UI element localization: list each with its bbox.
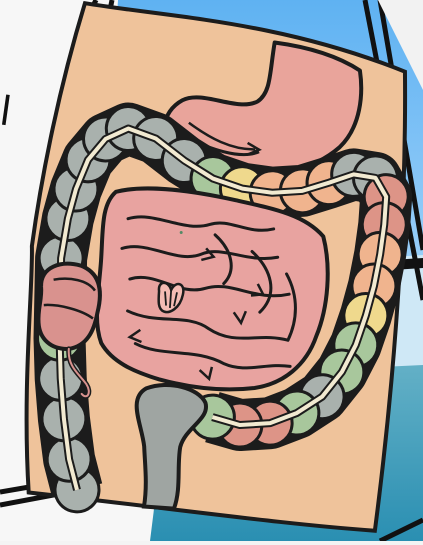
small-intestine-icon bbox=[92, 185, 333, 396]
digestive-system-card bbox=[14, 1, 421, 534]
